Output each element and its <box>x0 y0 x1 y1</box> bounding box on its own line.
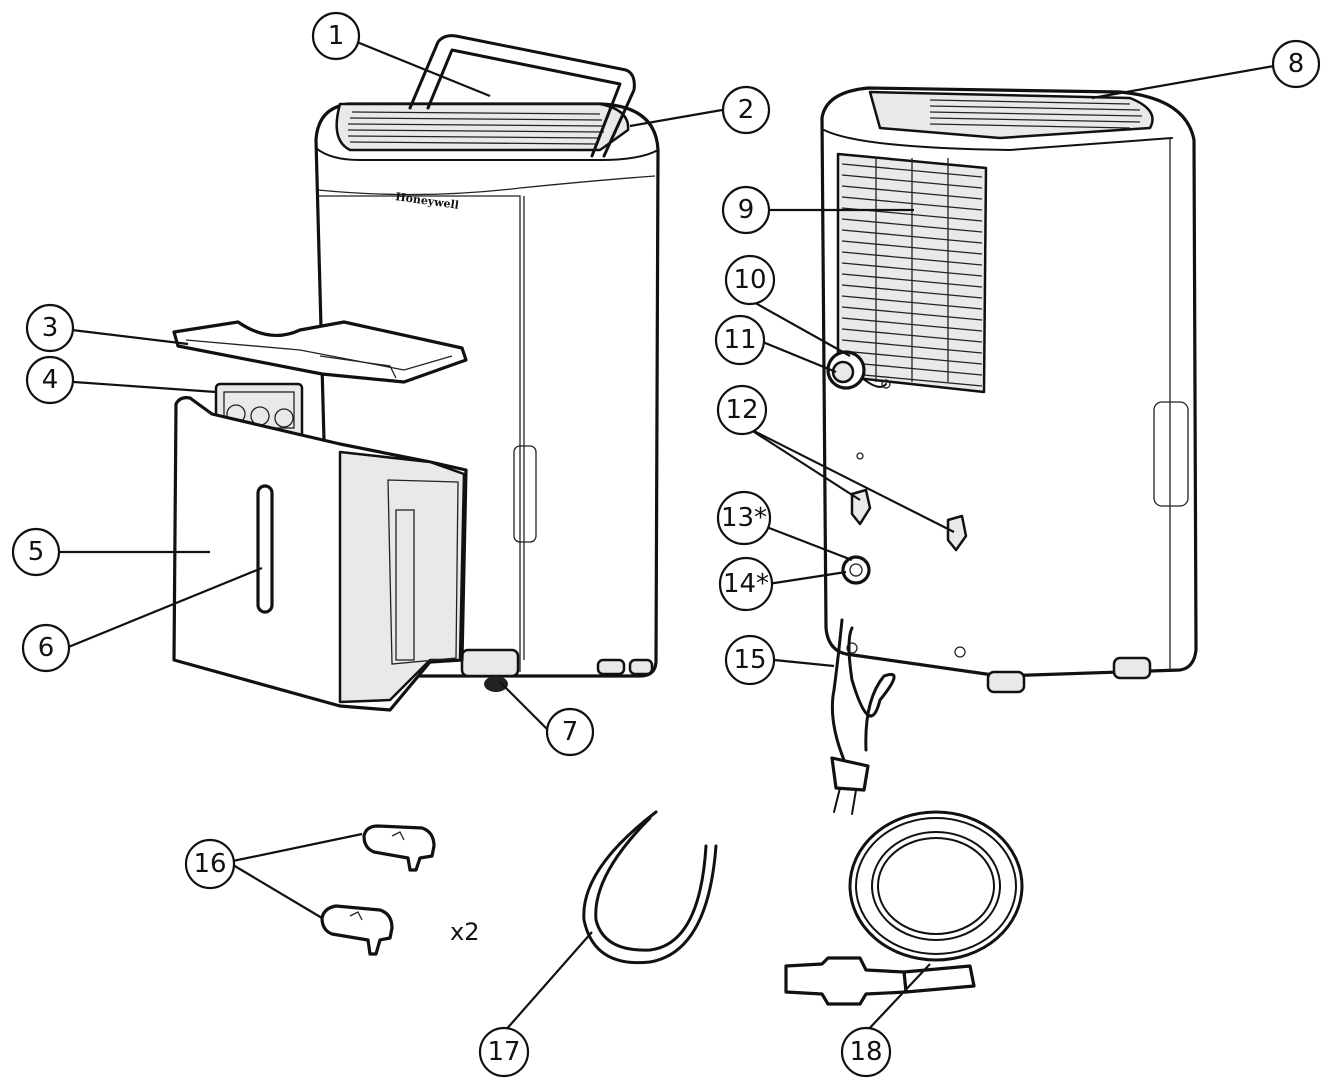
svg-text:16: 16 <box>193 849 226 879</box>
svg-text:7: 7 <box>562 717 579 747</box>
top-grille-front <box>335 102 630 152</box>
callout-14: 14* <box>718 556 774 612</box>
svg-text:6: 6 <box>38 633 55 663</box>
svg-text:4: 4 <box>42 365 59 395</box>
top-grille-rear <box>868 90 1154 140</box>
rear-air-intake-grille <box>836 152 988 394</box>
callout-15: 15 <box>724 634 776 686</box>
svg-text:13*: 13* <box>721 503 767 533</box>
callout-13: 13* <box>716 490 772 546</box>
front-casters <box>460 648 654 692</box>
svg-text:1: 1 <box>328 21 345 51</box>
continuous-drain-outlet <box>826 350 891 390</box>
quantity-label: x2 <box>450 918 479 946</box>
handle <box>408 34 636 158</box>
power-cord <box>830 618 896 815</box>
callout-6: 6 <box>21 623 71 673</box>
callout-18: 18 <box>840 1026 892 1078</box>
callout-12: 12 <box>716 384 768 436</box>
callout-17: 17 <box>478 1026 530 1078</box>
callout-10: 10 <box>724 254 776 306</box>
caster-wheel-upper <box>362 824 436 872</box>
svg-text:15: 15 <box>733 645 766 675</box>
callout-16: 16 <box>184 838 236 890</box>
svg-text:11: 11 <box>723 325 756 355</box>
svg-text:14*: 14* <box>723 569 769 599</box>
cord-wrap-right <box>946 514 968 552</box>
callout-5: 5 <box>11 527 61 577</box>
callout-1: 1 <box>311 11 361 61</box>
pump-outlet <box>841 555 871 585</box>
caster-wheel-lower <box>320 904 394 956</box>
svg-text:3: 3 <box>42 313 59 343</box>
callout-9: 9 <box>721 185 771 235</box>
water-level-window <box>256 484 274 614</box>
water-bucket <box>172 396 468 712</box>
callout-11: 11 <box>714 314 766 366</box>
svg-text:12: 12 <box>725 395 758 425</box>
rear-unit <box>820 86 1198 815</box>
callout-3: 3 <box>25 303 75 353</box>
svg-text:18: 18 <box>849 1037 882 1067</box>
svg-text:9: 9 <box>738 195 755 225</box>
pump-hose <box>784 810 1024 1006</box>
svg-text:5: 5 <box>28 537 45 567</box>
callout-7: 7 <box>545 707 595 757</box>
callout-4: 4 <box>25 355 75 405</box>
leader-lines <box>60 38 1275 1033</box>
callout-2: 2 <box>721 85 771 135</box>
callout-8: 8 <box>1271 39 1321 89</box>
svg-text:10: 10 <box>733 265 766 295</box>
svg-text:8: 8 <box>1288 49 1305 79</box>
svg-text:2: 2 <box>738 95 755 125</box>
svg-text:17: 17 <box>487 1037 520 1067</box>
drain-hose <box>582 810 718 965</box>
water-tank-lid <box>172 320 468 384</box>
